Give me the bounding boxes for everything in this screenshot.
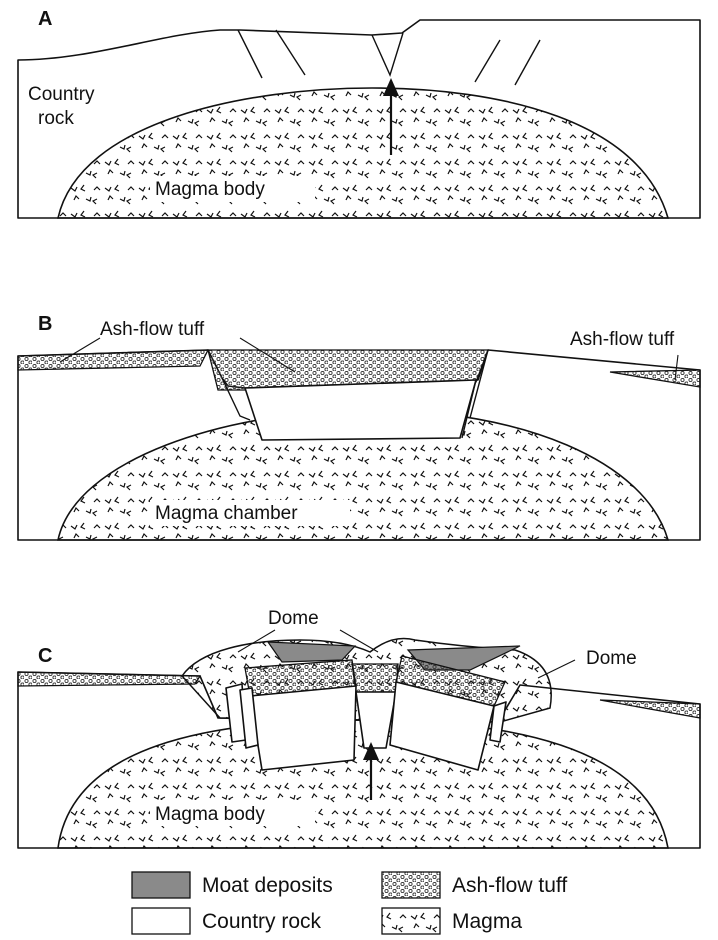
panel-letter: A <box>38 8 52 30</box>
legend-label: Magma <box>452 910 522 933</box>
country-rock-label: Country <box>28 84 95 105</box>
ash-flow-tuff-left <box>18 350 208 370</box>
legend-label: Country rock <box>202 910 322 933</box>
legend-label: Moat deposits <box>202 874 333 897</box>
magma-body-label: Magma body <box>155 179 265 200</box>
ash-flow-tuff-label: Ash-flow tuff <box>570 329 675 350</box>
legend-label: Ash-flow tuff <box>452 874 567 897</box>
caldera-block <box>250 686 356 770</box>
magma-swatch <box>382 908 440 934</box>
dome-label: Dome <box>586 648 637 669</box>
panel-letter: B <box>38 313 52 335</box>
panel-letter: C <box>38 645 52 667</box>
country-rock-label: rock <box>38 108 74 129</box>
ash-flow-tuff-label: Ash-flow tuff <box>100 319 205 340</box>
panel-a: A Country rock Magma body <box>18 8 700 218</box>
magma-chamber-label: Magma chamber <box>155 503 298 524</box>
panel-b: B Ash-flow tuff Ash-flow tuff Magma cham… <box>18 313 700 540</box>
dome-label: Dome <box>268 608 319 629</box>
legend: Moat deposits Ash-flow tuff Country rock… <box>132 872 567 934</box>
panel-c: C Dome Dome Magma body <box>18 608 700 848</box>
ash-flow-tuff-left <box>18 672 200 686</box>
caldera-block <box>245 380 476 440</box>
moat-deposits-swatch <box>132 872 190 898</box>
magma-body-label: Magma body <box>155 804 265 825</box>
country-rock-swatch <box>132 908 190 934</box>
moat-deposits <box>268 642 355 662</box>
ash-flow-tuff-block <box>352 664 398 692</box>
ash-flow-tuff-swatch <box>382 872 440 898</box>
